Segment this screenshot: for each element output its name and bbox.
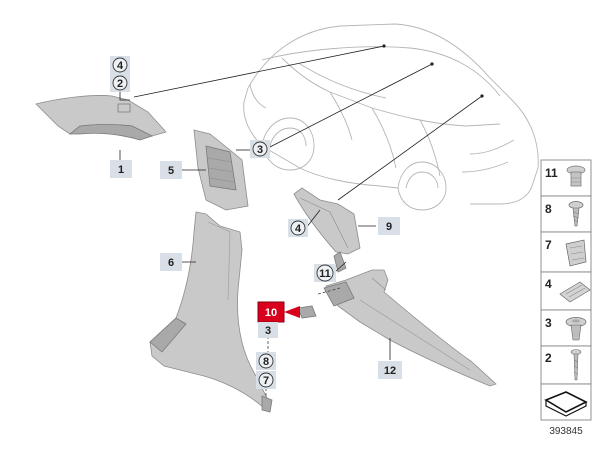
leader-4mid (305, 209, 321, 229)
side-item-2[interactable]: 2 (540, 345, 592, 385)
callout-7: 7 (256, 371, 276, 389)
callout-3-b: 3 (258, 322, 278, 338)
svg-text:8: 8 (545, 202, 552, 216)
svg-text:11: 11 (545, 166, 558, 180)
self-tapping-screw-icon (570, 349, 582, 381)
svg-text:3: 3 (265, 325, 271, 337)
adhesive-sheet-icon (544, 391, 588, 417)
svg-text:7: 7 (545, 238, 552, 252)
callout-2-top: 2 (110, 74, 130, 92)
svg-text:4: 4 (545, 277, 552, 291)
svg-text:7: 7 (263, 375, 269, 387)
callout-4-mid: 4 (288, 219, 308, 237)
svg-text:9: 9 (386, 221, 392, 233)
side-item-7[interactable]: 7 (540, 231, 592, 273)
part-9-c-pillar-cover[interactable] (293, 187, 361, 273)
side-item-4[interactable]: 4 (540, 271, 592, 311)
callout-10-highlighted: 10 (257, 301, 300, 323)
callout-12: 12 (378, 361, 402, 379)
side-item-11[interactable]: 11 (540, 159, 592, 197)
screw-icon (568, 201, 584, 227)
svg-text:4: 4 (295, 223, 302, 235)
svg-text:6: 6 (168, 257, 174, 269)
callout-1: 1 (110, 160, 132, 178)
svg-text:11: 11 (319, 268, 331, 280)
callout-5: 5 (160, 161, 182, 179)
side-item-8[interactable]: 8 (540, 195, 592, 233)
svg-text:4: 4 (117, 60, 124, 72)
part-1-a-pillar-trim[interactable] (35, 95, 167, 141)
fastener-side-panel: 11 8 7 (540, 159, 592, 421)
callout-11: 11 (314, 264, 336, 282)
callout-3-a: 3 (250, 140, 270, 158)
part-5-b-pillar-cover[interactable] (193, 129, 249, 211)
svg-text:2: 2 (117, 78, 123, 90)
part-12-c-pillar-lower-trim[interactable] (323, 269, 497, 387)
side-item-footer[interactable] (540, 383, 592, 421)
leader-9-to-car (337, 95, 483, 201)
leader-1-to-car (133, 45, 385, 98)
svg-text:3: 3 (257, 144, 263, 156)
svg-text:12: 12 (384, 365, 396, 377)
expanding-clip-icon (559, 281, 591, 303)
side-item-3[interactable]: 3 (540, 309, 592, 347)
car-outline (243, 23, 539, 211)
clip-rivet-icon (566, 165, 586, 187)
spring-clip-icon (565, 239, 587, 267)
svg-text:1: 1 (118, 164, 124, 176)
callout-4-top: 4 (110, 56, 130, 74)
part-6-b-pillar-lower-trim[interactable] (149, 211, 273, 413)
part-10-clip[interactable] (297, 305, 317, 319)
svg-text:10: 10 (265, 307, 277, 319)
diagram-number: 393845 (549, 426, 583, 437)
leader-11b (317, 287, 341, 295)
svg-text:2: 2 (545, 351, 552, 365)
svg-text:3: 3 (545, 316, 552, 330)
push-clip-icon (565, 317, 587, 341)
callout-6: 6 (160, 253, 182, 271)
callout-8: 8 (256, 352, 276, 370)
svg-text:5: 5 (168, 165, 174, 177)
svg-text:8: 8 (263, 356, 269, 368)
leader-3-to-car (267, 63, 433, 149)
callout-9: 9 (378, 217, 400, 235)
